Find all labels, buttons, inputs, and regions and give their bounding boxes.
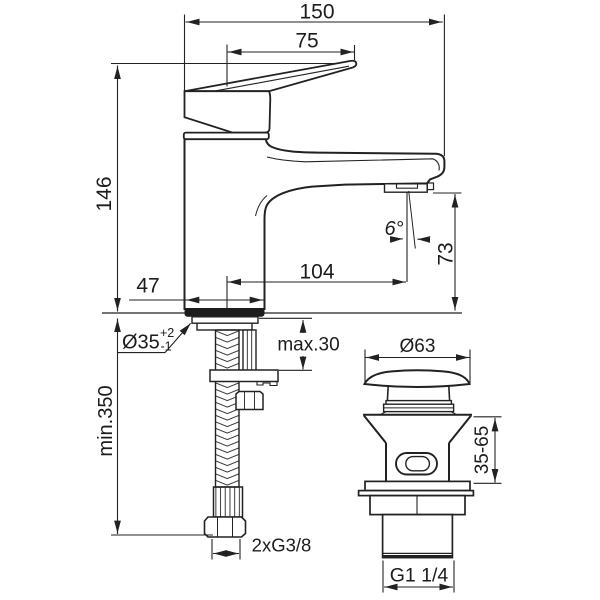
base-gasket <box>184 308 265 317</box>
hose-end-nut <box>203 516 247 538</box>
waste-locknut <box>369 494 466 516</box>
clamp-washer-plate <box>209 369 279 387</box>
dim-deck-thickness-max30 <box>259 317 312 371</box>
hose-ferrule <box>212 486 244 518</box>
dim-overall-width-150 <box>183 14 445 156</box>
dim-outlet-thread-g114 <box>382 560 455 593</box>
dim-hose-length-min350 <box>111 318 213 536</box>
mounting-stud <box>242 329 257 372</box>
lever-base <box>183 90 272 134</box>
popup-waste-view <box>357 369 475 559</box>
label-clamping-range: 35-65 <box>472 426 493 475</box>
label-supply-connection: 2xG3/8 <box>252 535 312 556</box>
label-mounting-hole: Ø35 <box>122 332 160 354</box>
flange-cone-right <box>448 414 472 444</box>
label-spout-angle: 6° <box>384 218 403 240</box>
label-total-height: 146 <box>93 176 116 211</box>
dim-mounting-hole-leader <box>118 323 192 354</box>
base-flange-lower <box>196 322 253 331</box>
mounting-nut <box>235 390 264 411</box>
label-hose-min-length: min.350 <box>95 385 117 456</box>
label-body-width: 47 <box>136 275 159 298</box>
label-cap-diameter: Ø63 <box>400 336 436 357</box>
overflow-slot <box>395 452 438 476</box>
cap-neck-right <box>448 385 451 401</box>
under-deck-assembly <box>191 316 279 538</box>
cap-collar-rings <box>382 399 455 413</box>
label-deck-thickness: max.30 <box>277 335 339 356</box>
label-spout-reach: 104 <box>299 261 334 284</box>
flange-join-right <box>450 411 458 416</box>
waste-threaded-tail <box>381 513 454 559</box>
mixer-lever <box>184 59 358 93</box>
label-mounting-hole-tol-lower: -1 <box>161 340 172 354</box>
label-outlet-height: 73 <box>435 242 458 265</box>
dim-clamp-range-3565 <box>473 416 502 484</box>
label-outlet-thread: G1 1/4 <box>390 565 449 587</box>
label-overall-width: 150 <box>299 0 334 23</box>
dim-cap-diameter-63 <box>364 349 471 384</box>
label-lever-length: 75 <box>295 30 318 53</box>
dim-outlet-height-73 <box>433 192 462 311</box>
faucet-body-and-spout <box>183 138 446 310</box>
dim-spout-angle-6deg <box>389 190 431 249</box>
object-geometry <box>102 59 475 559</box>
dimension-labels: 150 75 146 47 104 6° 73 max.30 Ø35 +2 -1… <box>93 0 493 586</box>
dim-spout-reach-104 <box>226 192 408 308</box>
aerator-outlet <box>383 182 435 193</box>
waste-washer <box>364 480 471 492</box>
waste-cap-dome <box>362 369 471 388</box>
flange-join-left <box>379 411 387 416</box>
dimension-annotations <box>111 14 502 593</box>
label-mounting-hole-tol-upper: +2 <box>160 326 174 340</box>
spout-fillet-crease <box>255 195 268 217</box>
spout-contour-line <box>266 156 440 171</box>
base-flange-upper <box>191 316 259 324</box>
flange-cone-left <box>363 414 387 444</box>
cartridge-collar <box>182 131 270 141</box>
dim-lever-length-75 <box>226 44 356 87</box>
cap-neck-left <box>386 385 389 401</box>
dim-supply-thread-2xg38 <box>211 539 241 560</box>
